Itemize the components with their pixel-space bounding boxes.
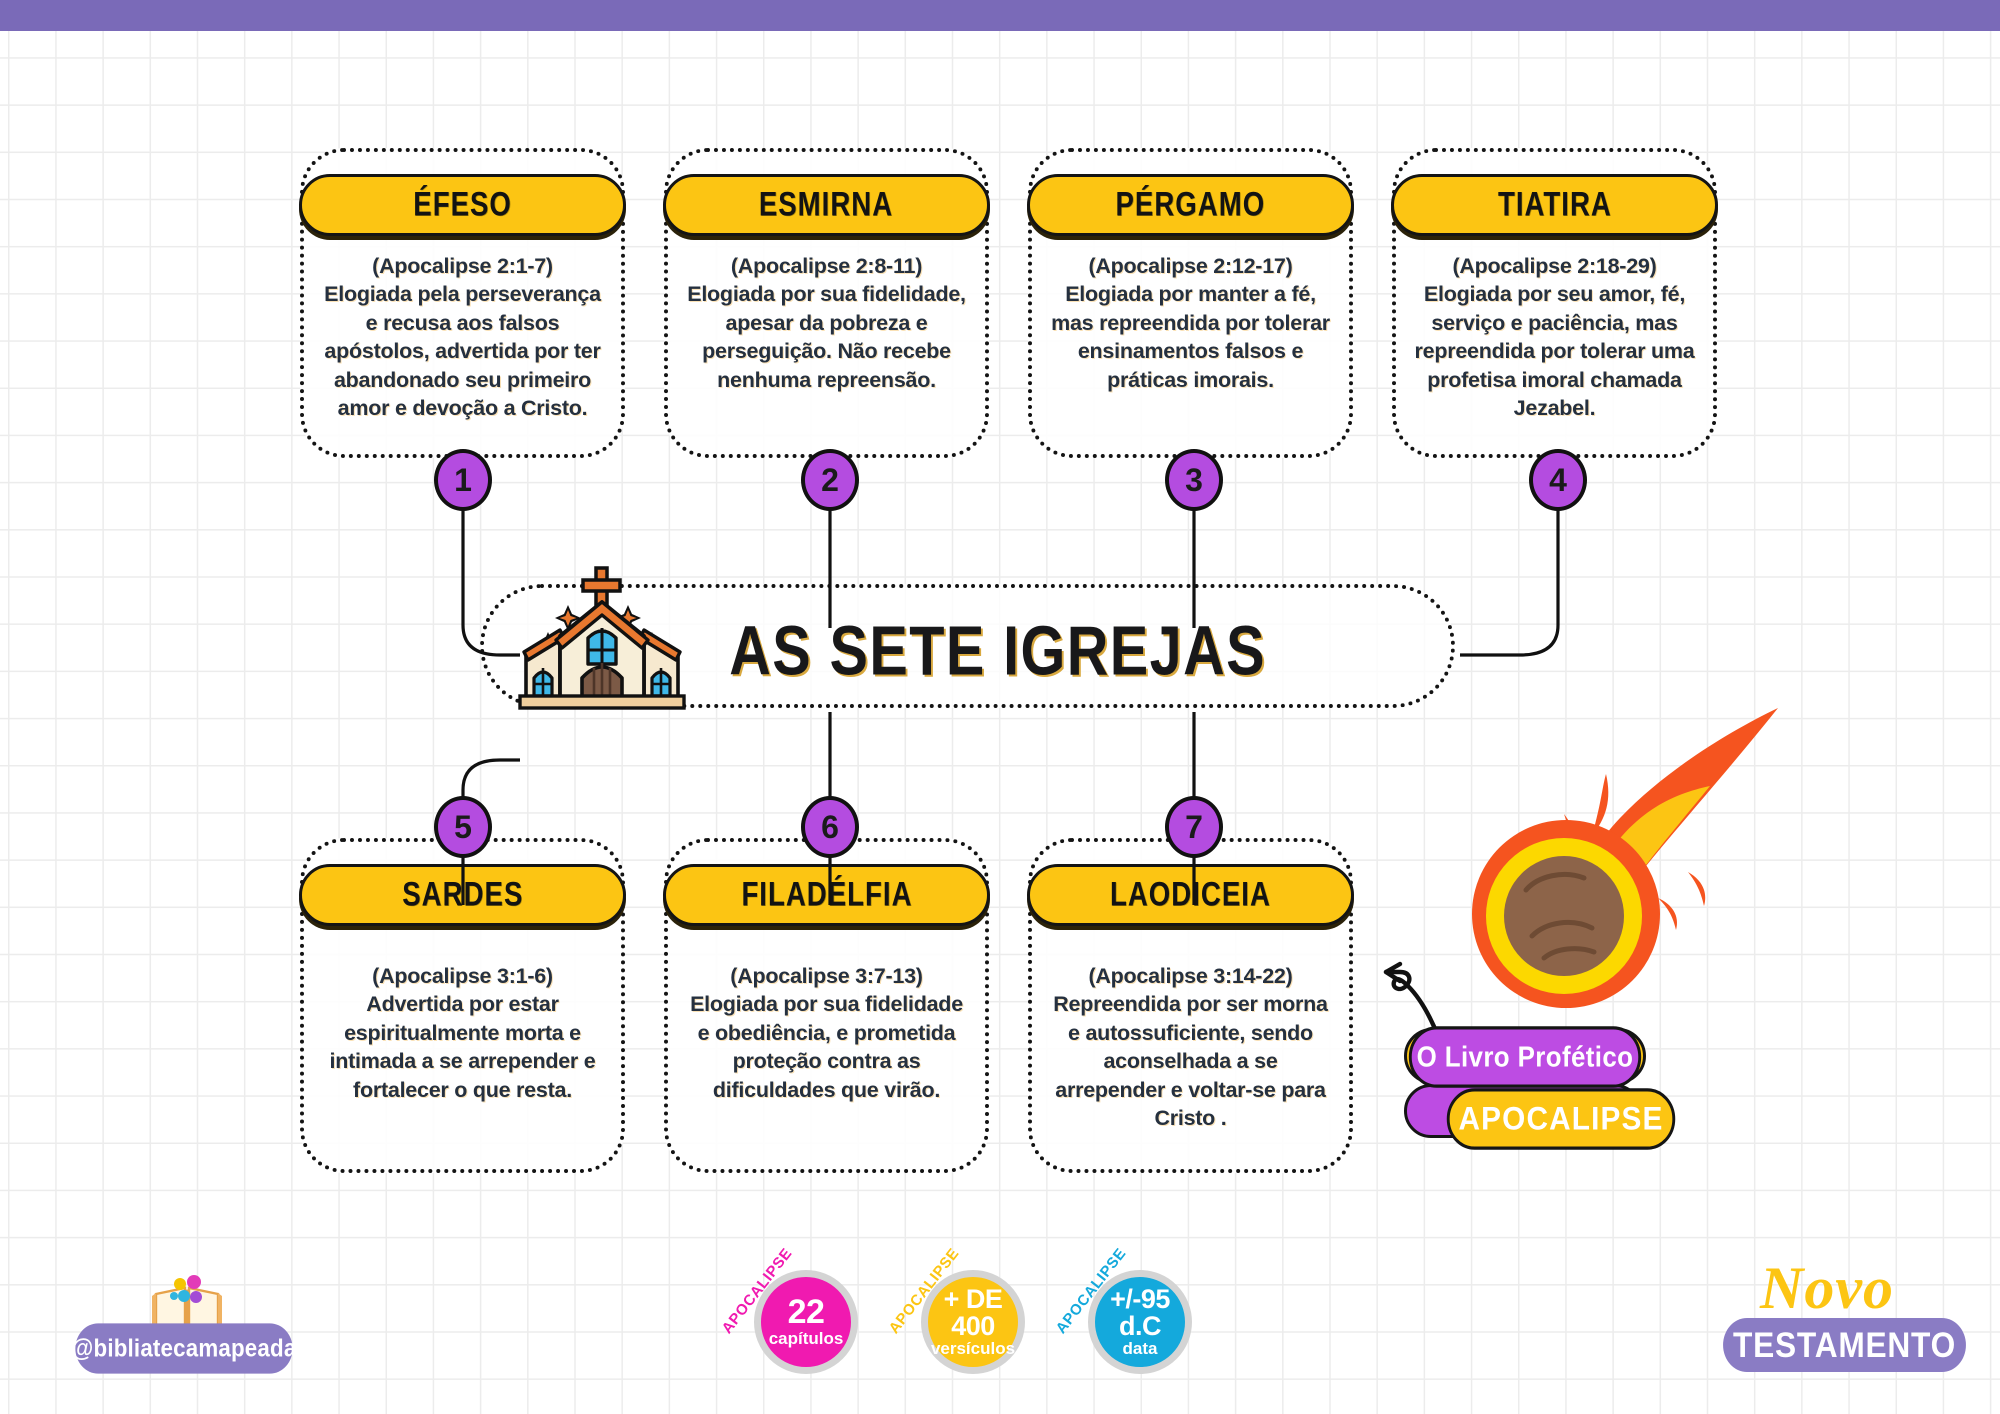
church-card-header: TIATIRA [1391, 174, 1718, 236]
church-description: Elogiada por seu amor, fé, serviço e pac… [1414, 282, 1695, 420]
church-description-block: (Apocalipse 2:12-17) Elogiada por manter… [1046, 252, 1335, 394]
church-card-header: FILADÉLFIA [663, 864, 990, 926]
church-card-1[interactable]: ÉFESO (Apocalipse 2:1-7) Elogiada pela p… [299, 148, 626, 458]
church-description-block: (Apocalipse 3:7-13) Elogiada por sua fid… [682, 962, 971, 1104]
church-card-header: ESMIRNA [663, 174, 990, 236]
number-label: 7 [1185, 808, 1203, 845]
church-name: FILADÉLFIA [740, 875, 913, 914]
church-description: Elogiada por sua fidelidade e obediência… [690, 992, 963, 1102]
church-card-header: ÉFESO [299, 174, 626, 236]
church-name: SARDES [401, 875, 524, 914]
testamento-label: TESTAMENTO [1733, 1324, 1956, 1365]
church-card-2[interactable]: ESMIRNA (Apocalipse 2:8-11) Elogiada por… [663, 148, 990, 458]
church-reference: (Apocalipse 3:7-13) [730, 964, 923, 988]
church-name: ESMIRNA [759, 185, 894, 224]
church-number-7: 7 [1165, 796, 1223, 858]
church-name: TIATIRA [1497, 185, 1612, 224]
novo-script-text: Novo [1760, 1255, 1894, 1321]
open-book-icon [152, 1275, 222, 1336]
stat-date: +/-95 d.C data [1088, 1270, 1192, 1374]
church-card-header: SARDES [299, 864, 626, 926]
testamento-pill: TESTAMENTO [1723, 1318, 1966, 1372]
church-description-block: (Apocalipse 3:1-6) Advertida por estar e… [318, 962, 607, 1104]
number-label: 1 [454, 461, 472, 498]
church-card-6[interactable]: FILADÉLFIA (Apocalipse 3:7-13) Elogiada … [663, 838, 990, 1173]
stat-verses: + DE 400 versículos [921, 1270, 1025, 1374]
church-number-4: 4 [1529, 449, 1587, 511]
stat-unit: versículos [930, 1339, 1016, 1359]
church-description: Elogiada por sua fidelidade, apesar da p… [687, 282, 966, 392]
church-card-7[interactable]: LAODICEIA (Apocalipse 3:14-22) Repreendi… [1027, 838, 1354, 1173]
number-label: 6 [821, 808, 839, 845]
page-title: AS SETE IGREJAS [729, 612, 1267, 691]
church-number-5: 5 [434, 796, 492, 858]
church-name: LAODICEIA [1110, 875, 1271, 914]
top-accent-bar [0, 0, 2000, 31]
church-description-block: (Apocalipse 3:14-22) Repreendida por ser… [1046, 962, 1335, 1132]
comet-fire-icon [1472, 708, 1778, 1008]
church-name: PÉRGAMO [1115, 185, 1266, 224]
handle-badge[interactable]: @bibliatecamapeada [72, 1323, 296, 1374]
stat-unit: capítulos [768, 1329, 844, 1349]
church-description-block: (Apocalipse 2:1-7) Elogiada pela perseve… [318, 252, 607, 422]
church-number-6: 6 [801, 796, 859, 858]
church-description-block: (Apocalipse 2:18-29) Elogiada por seu am… [1410, 252, 1699, 422]
church-card-header: LAODICEIA [1027, 864, 1354, 926]
church-description: Advertida por estar espiritualmente mort… [329, 992, 596, 1102]
church-description: Elogiada por manter a fé, mas repreendid… [1051, 282, 1330, 392]
church-reference: (Apocalipse 2:12-17) [1088, 254, 1293, 278]
stat-unit: data [1122, 1339, 1158, 1359]
church-description: Elogiada pela perseverança e recusa aos … [324, 282, 601, 420]
handle-label: @bibliatecamapeada [71, 1334, 297, 1362]
stat-value-line1: +/-95 [1110, 1284, 1170, 1315]
church-number-3: 3 [1165, 449, 1223, 511]
number-label: 5 [454, 808, 472, 845]
church-reference: (Apocalipse 2:18-29) [1452, 254, 1657, 278]
number-label: 2 [821, 461, 839, 498]
stat-value-line2: d.C [1119, 1310, 1162, 1341]
badge-label: O Livro Profético [1416, 1040, 1634, 1073]
church-reference: (Apocalipse 2:1-7) [372, 254, 553, 278]
church-card-4[interactable]: TIATIRA (Apocalipse 2:18-29) Elogiada po… [1391, 148, 1718, 458]
stat-value-line1: + DE [943, 1284, 1003, 1315]
stat-value: 22 [787, 1293, 825, 1332]
church-reference: (Apocalipse 3:1-6) [372, 964, 553, 988]
church-description-block: (Apocalipse 2:8-11) Elogiada por sua fid… [682, 252, 971, 394]
church-number-1: 1 [434, 449, 492, 511]
church-card-header: PÉRGAMO [1027, 174, 1354, 236]
church-reference: (Apocalipse 3:14-22) [1088, 964, 1293, 988]
stat-chapters: 22 capítulos [754, 1270, 858, 1374]
stat-value-line2: 400 [951, 1310, 995, 1341]
curved-arrow-icon [1383, 961, 1441, 1039]
badge-label: APOCALIPSE [1458, 1099, 1664, 1138]
church-description: Repreendida por ser morna e autossuficie… [1053, 992, 1328, 1130]
church-card-5[interactable]: SARDES (Apocalipse 3:1-6) Advertida por … [299, 838, 626, 1173]
number-label: 4 [1549, 461, 1567, 498]
church-reference: (Apocalipse 2:8-11) [730, 254, 923, 278]
badge-livro-profetico[interactable]: O Livro Profético [1408, 1026, 1642, 1088]
church-number-2: 2 [801, 449, 859, 511]
church-name: ÉFESO [413, 185, 512, 224]
church-icon [518, 566, 686, 710]
side-badge-stack: O Livro Profético APOCALIPSE [1404, 1026, 1704, 1158]
badge-apocalipse[interactable]: APOCALIPSE [1446, 1088, 1676, 1150]
number-label: 3 [1185, 461, 1203, 498]
novo-testamento-logo: Novo TESTAMENTO [1718, 1255, 1978, 1388]
church-card-3[interactable]: PÉRGAMO (Apocalipse 2:12-17) Elogiada po… [1027, 148, 1354, 458]
